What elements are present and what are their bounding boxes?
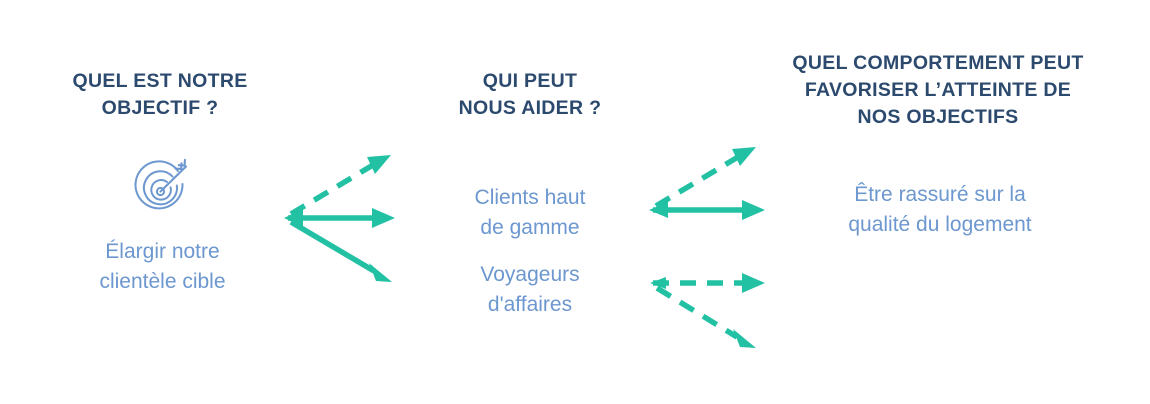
label-persona-clients-haut-de-gamme: Clients haut de gamme: [474, 186, 586, 239]
arrow-ru-origin-head: [649, 202, 668, 218]
target-icon: [126, 154, 198, 226]
arrow-rl-middle-dashed: [653, 273, 765, 293]
arrow-group-left: [284, 155, 395, 282]
arrow-ru-middle-solid: [653, 200, 765, 220]
label-comportement: Être rassuré sur la qualité du logement: [848, 183, 1032, 236]
arrow-rl-origin-head: [650, 277, 666, 289]
label-objectif: Élargir notre clientèle cible: [99, 240, 226, 293]
arrow-left-up-dashed: [289, 155, 391, 217]
arrow-left-down-solid: [289, 219, 392, 282]
label-persona-voyageurs-affaires: Voyageurs d'affaires: [480, 263, 580, 316]
arrow-left-origin-head: [284, 209, 303, 227]
arrow-group-right-upper: [649, 147, 765, 220]
arrow-ru-up-dashed: [654, 147, 756, 209]
column-heading-comportement: QUEL COMPORTEMENT PEUT FAVORISER L’ATTEI…: [792, 52, 1084, 128]
arrow-rl-down-dashed: [655, 285, 756, 348]
column-heading-aide: QUI PEUT NOUS AIDER ?: [458, 70, 602, 119]
column-heading-objectif: QUEL EST NOTRE OBJECTIF ?: [72, 70, 248, 119]
arrow-group-right-lower: [650, 273, 765, 348]
arrow-left-middle-solid: [288, 208, 395, 228]
